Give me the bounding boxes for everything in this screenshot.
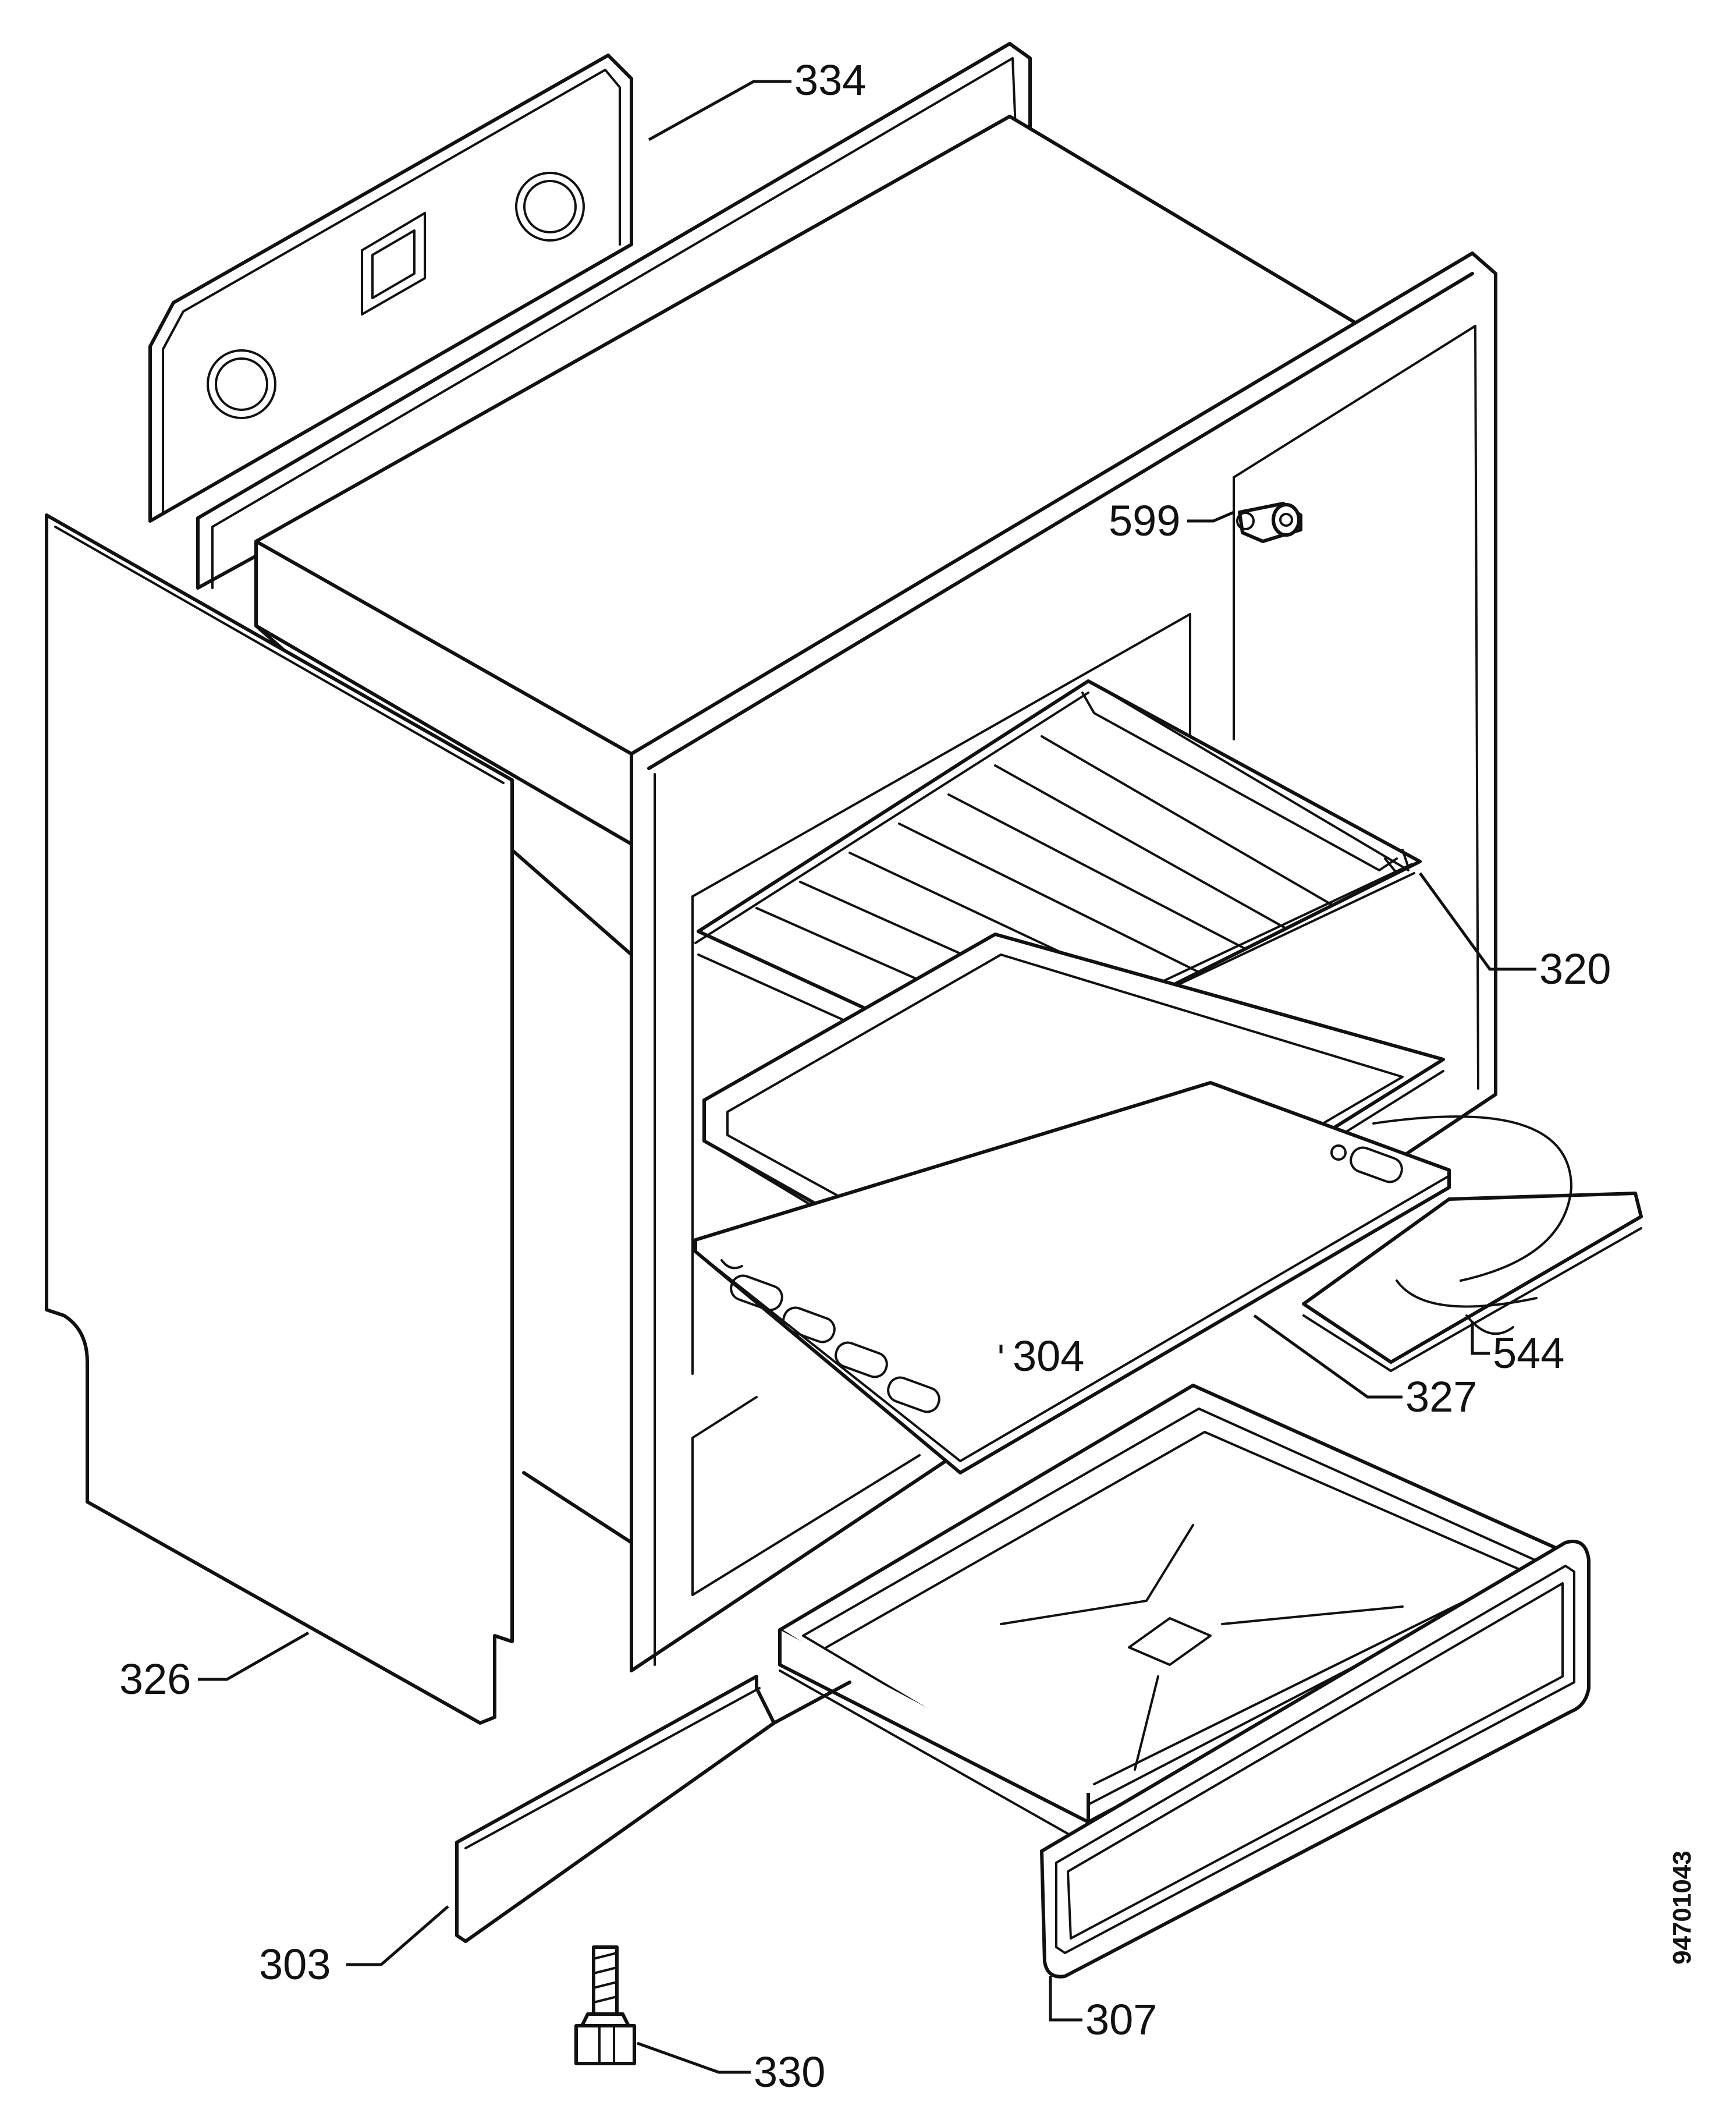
callout-labels: 334 599 320 304 544 327 326 303 307 330 xyxy=(119,56,1611,2096)
callout-326: 326 xyxy=(119,1655,191,1703)
grill-tray xyxy=(694,1081,1451,1474)
callout-327: 327 xyxy=(1405,1373,1477,1421)
document-number: 94701043 xyxy=(1668,1851,1696,1965)
callout-304: 304 xyxy=(1013,1332,1084,1380)
callout-320: 320 xyxy=(1539,945,1611,993)
fan-cover xyxy=(1302,1115,1643,1372)
storage-drawer xyxy=(778,1384,1591,1979)
side-panel xyxy=(45,513,514,1725)
rear-panel xyxy=(148,54,633,523)
callout-307: 307 xyxy=(1085,1995,1157,2044)
callout-599: 599 xyxy=(1109,497,1180,545)
screw xyxy=(574,1945,636,2065)
leader-lines xyxy=(198,80,1536,2074)
thermostat-sensor xyxy=(1236,502,1302,543)
callout-334: 334 xyxy=(794,56,866,104)
callout-544: 544 xyxy=(1493,1329,1564,1377)
callout-330: 330 xyxy=(754,2048,825,2096)
plinth-strip xyxy=(455,1675,851,1943)
callout-303: 303 xyxy=(259,1940,331,1988)
